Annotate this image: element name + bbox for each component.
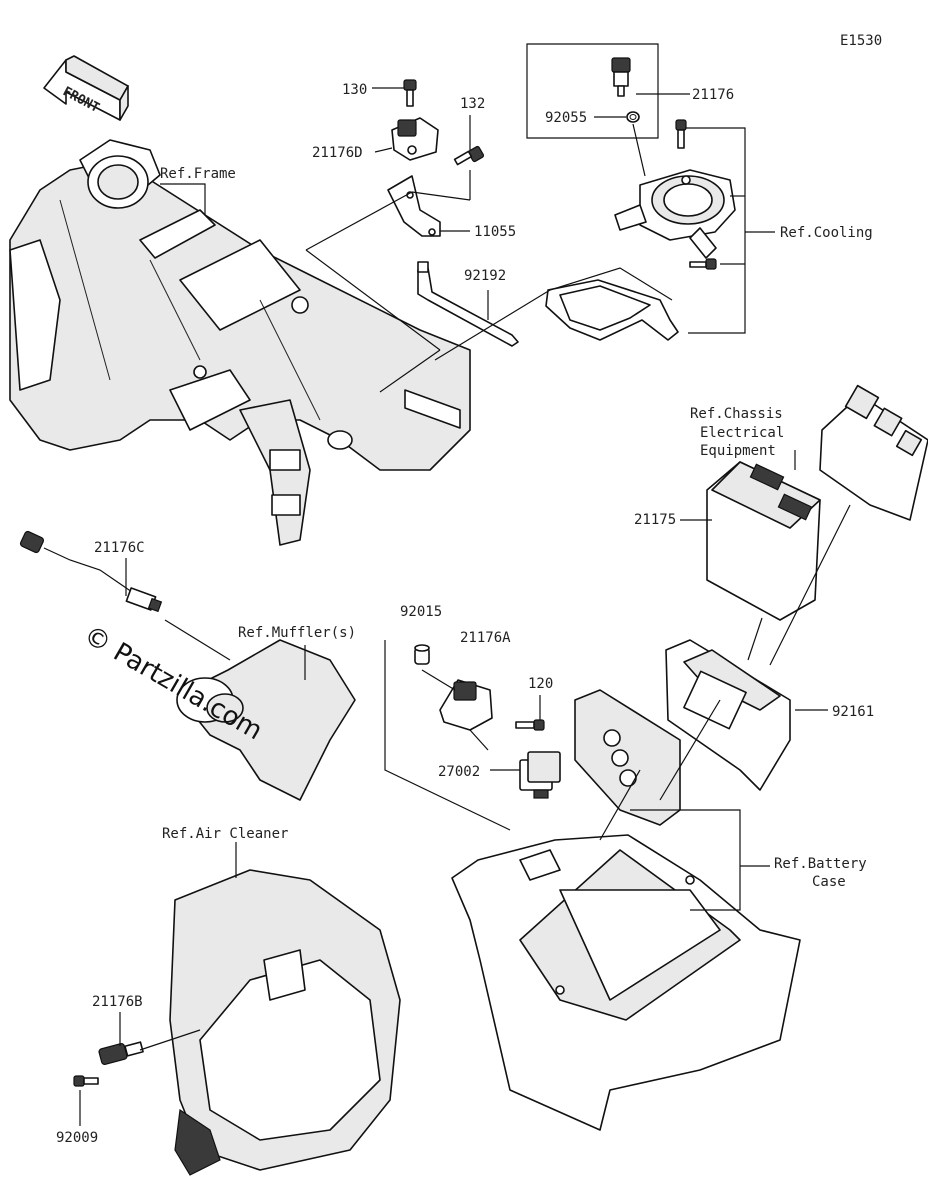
label-92055: 92055 xyxy=(545,110,587,126)
front-arrow-icon: FRONT xyxy=(43,55,129,121)
ref-chassis-label-2: Electrical xyxy=(700,425,784,441)
cooling-bracket-icon xyxy=(545,279,679,341)
bracket-11055-icon xyxy=(387,175,441,237)
label-21176a: 21176A xyxy=(460,630,511,646)
o-ring-92055-icon xyxy=(626,111,640,123)
bolt-120-icon xyxy=(515,719,545,731)
diagram-id: E1530 xyxy=(840,33,882,49)
label-21176b: 21176B xyxy=(92,994,143,1010)
relay-leader-lines xyxy=(384,640,541,831)
bolt-cooling-side-icon xyxy=(689,258,717,270)
collar-92015-icon xyxy=(414,644,430,665)
sensor-21176b-icon xyxy=(98,1041,144,1066)
ecu-bracket-92161-icon xyxy=(665,639,791,791)
cooling-leader-lines xyxy=(434,93,775,361)
ref-chassis-label-1: Ref.Chassis xyxy=(690,406,783,422)
battery-leader-lines xyxy=(599,699,770,911)
ecu-21175-icon xyxy=(706,461,821,621)
ref-battery-label-2: Case xyxy=(812,874,846,890)
muffler-icon xyxy=(176,639,356,801)
label-21176c: 21176C xyxy=(94,540,145,556)
hose-92192-icon xyxy=(417,261,519,347)
ref-muffler-label: Ref.Muffler(s) xyxy=(238,625,356,641)
frame-assembly xyxy=(9,139,471,546)
ref-frame-label: Ref.Frame xyxy=(160,166,236,182)
muffler-leader-lines xyxy=(125,558,306,680)
ref-air-cleaner-label: Ref.Air Cleaner xyxy=(162,826,288,842)
ecu-module-chassis-icon xyxy=(819,384,928,521)
sensor-21176d-icon xyxy=(391,117,439,161)
air-cleaner-icon xyxy=(169,869,401,1176)
label-11055: 11055 xyxy=(474,224,516,240)
ref-battery-label-1: Ref.Battery xyxy=(774,856,867,872)
label-120: 120 xyxy=(528,676,553,692)
relay-27002-icon xyxy=(519,751,561,799)
ref-chassis-label-3: Equipment xyxy=(700,443,776,459)
ref-cooling-label: Ref.Cooling xyxy=(780,225,873,241)
air-cleaner-leader-lines xyxy=(79,842,237,1126)
label-92161: 92161 xyxy=(832,704,874,720)
ecu-leader-lines xyxy=(680,450,851,711)
battery-case-icon xyxy=(451,834,801,1131)
frame-leader-lines xyxy=(160,87,489,320)
bolt-132-icon xyxy=(453,145,485,166)
label-21176: 21176 xyxy=(692,87,734,103)
label-27002: 27002 xyxy=(438,764,480,780)
bolt-130-icon xyxy=(403,79,417,107)
sensor-21176a-icon xyxy=(439,679,493,731)
bracket-box-lines xyxy=(305,170,471,393)
label-92015: 92015 xyxy=(400,604,442,620)
bolt-cooling-top-icon xyxy=(675,119,687,149)
oxygen-sensor-21176c-icon xyxy=(19,530,163,613)
inset-box-21176 xyxy=(526,43,659,139)
battery-bracket-icon xyxy=(574,689,681,826)
temperature-sensor-21176-icon xyxy=(611,57,631,97)
label-21175: 21175 xyxy=(634,512,676,528)
label-132: 132 xyxy=(460,96,485,112)
thermostat-housing-icon xyxy=(614,169,736,259)
label-92192: 92192 xyxy=(464,268,506,284)
screw-92009-icon xyxy=(73,1075,99,1087)
label-21176d: 21176D xyxy=(312,145,363,161)
label-130: 130 xyxy=(342,82,367,98)
label-92009: 92009 xyxy=(56,1130,98,1146)
